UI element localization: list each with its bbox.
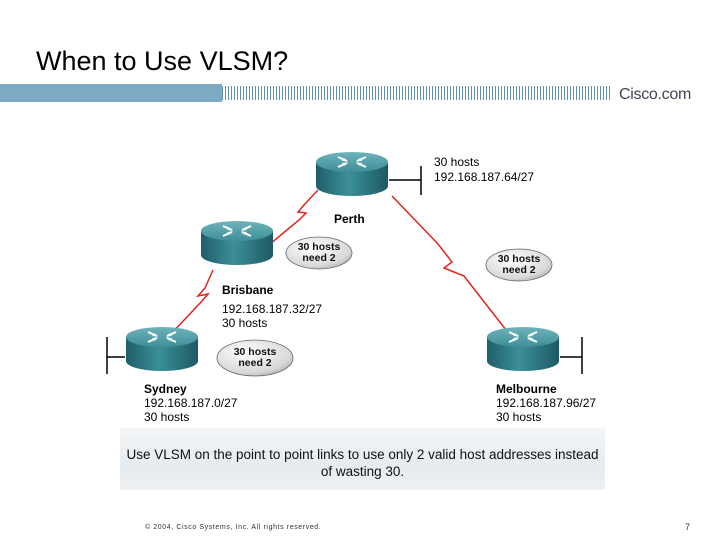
bubble-brisbane-sydney-text: 30 hosts need 2: [225, 347, 285, 369]
melbourne-name: Melbourne: [496, 382, 557, 396]
bubble-line-2: need 2: [302, 252, 336, 264]
bubble-line-2: need 2: [502, 264, 536, 276]
brand-logo: Cisco.com: [619, 86, 691, 103]
link-brisbane-sydney: [169, 269, 214, 336]
bubble-line-1: 30 hosts: [233, 346, 277, 358]
header-band: [0, 84, 720, 102]
ethernet-stubs: [106, 166, 583, 374]
router-melbourne-icon: [486, 326, 560, 372]
bubble-line-1: 30 hosts: [497, 253, 541, 265]
bubble-perth-melbourne-text: 30 hosts need 2: [489, 254, 549, 276]
router-sydney-icon: [125, 326, 199, 372]
melbourne-subnet: 192.168.187.96/27: [496, 396, 597, 410]
brisbane-name: Brisbane: [222, 283, 274, 297]
router-brisbane-icon: [200, 220, 274, 266]
sydney-subnet: 192.168.187.0/27: [144, 396, 238, 410]
bubble-brisbane-sydney: [216, 339, 294, 377]
bubble-perth-brisbane-text: 30 hosts need 2: [289, 242, 349, 264]
link-perth-melbourne: [391, 195, 507, 331]
bubble-line-1: 30 hosts: [297, 241, 341, 253]
bubble-line-2: need 2: [238, 357, 272, 369]
bubble-perth-brisbane: [285, 236, 353, 270]
sydney-hosts: 30 hosts: [144, 410, 190, 424]
header-band-solid: [0, 84, 222, 102]
bubble-perth-melbourne: [485, 248, 553, 282]
router-perth-icon: [315, 151, 389, 197]
brisbane-subnet: 192.168.187.32/27: [222, 302, 323, 316]
melbourne-hosts: 30 hosts: [496, 410, 542, 424]
slide-title: When to Use VLSM?: [36, 46, 289, 76]
brisbane-hosts: 30 hosts: [222, 316, 268, 330]
note-text: Use VLSM on the point to point links to …: [126, 447, 599, 479]
perth-subnet: 192.168.187.64/27: [434, 170, 535, 184]
serial-links: [169, 189, 507, 336]
copyright-footer: © 2004, Cisco Systems, Inc. All rights r…: [145, 524, 322, 531]
page-number: 7: [685, 522, 691, 532]
sydney-name: Sydney: [144, 382, 187, 396]
perth-name: Perth: [334, 212, 365, 226]
header-band-stripes: [222, 86, 612, 100]
perth-hosts: 30 hosts: [434, 155, 480, 169]
link-perth-brisbane: [269, 189, 319, 245]
note-box: Use VLSM on the point to point links to …: [120, 428, 605, 490]
